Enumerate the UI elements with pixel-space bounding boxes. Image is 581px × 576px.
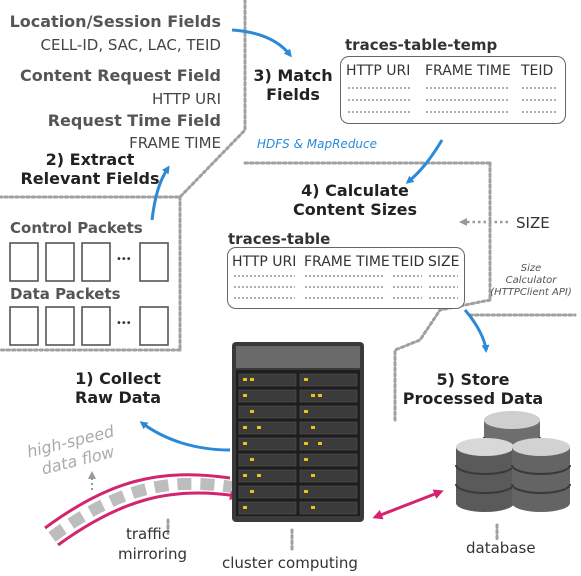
traces-temp-col-uri: HTTP URI <box>346 63 411 79</box>
step3-label: 3) Match Fields <box>248 66 338 104</box>
database-link <box>372 489 444 520</box>
table-row-dots <box>347 111 411 113</box>
step4-line2: Content Sizes <box>293 200 417 219</box>
table-row-dots <box>233 286 295 288</box>
step2-line2: Relevant Fields <box>20 169 160 188</box>
control-packets-ellipsis: ••• <box>116 254 132 265</box>
table-row-dots <box>428 297 458 299</box>
table-row-dots <box>304 286 384 288</box>
database-label: database <box>466 539 536 557</box>
traces-table: HTTP URI FRAME TIME TEID SIZE <box>227 247 465 309</box>
step1-label: 1) Collect Raw Data <box>58 369 178 407</box>
step5-label: 5) Store Processed Data <box>398 370 548 408</box>
traces-temp-table: HTTP URI FRAME TIME TEID <box>340 56 566 124</box>
traffic-mirroring-line1: traffic <box>126 525 170 543</box>
step1-line1: 1) Collect <box>75 369 161 388</box>
table-row-dots <box>304 297 384 299</box>
traces-col-size: SIZE <box>428 254 460 270</box>
step5-line2: Processed Data <box>402 389 544 408</box>
step2-label: 2) Extract Relevant Fields <box>20 150 160 188</box>
data-flow-pipe <box>44 471 240 547</box>
table-row-dots <box>233 297 295 299</box>
table-row-dots <box>425 111 509 113</box>
control-packets-label: Control Packets <box>10 219 143 237</box>
traces-col-time: FRAME TIME <box>304 254 390 270</box>
traffic-mirroring-line2: mirroring <box>118 545 188 563</box>
step1-line2: Raw Data <box>75 388 161 407</box>
arrow-store <box>463 309 490 353</box>
size-label: SIZE <box>516 214 550 232</box>
traffic-mirroring-label: traffic mirroring <box>118 524 188 564</box>
step-arrows <box>139 28 490 452</box>
size-calculator-line2: Calculator <box>505 275 557 286</box>
table-row-dots <box>521 99 557 101</box>
location-fields-values: CELL-ID, SAC, LAC, TEID <box>40 36 221 54</box>
table-row-dots <box>233 275 295 277</box>
time-field-header: Request Time Field <box>47 111 221 130</box>
step4-label: 4) Calculate Content Sizes <box>280 181 430 219</box>
size-calculator: Size Calculator (HTTPClient API) <box>486 263 576 299</box>
arrow-extract <box>150 165 170 221</box>
table-row-dots <box>428 275 458 277</box>
step2-line1: 2) Extract <box>45 150 135 169</box>
table-row-dots <box>425 99 509 101</box>
arrow-calculate <box>405 139 444 184</box>
data-packets-ellipsis: ••• <box>116 318 132 329</box>
table-row-dots <box>521 111 557 113</box>
table-row-dots <box>392 286 422 288</box>
step3-line2: Fields <box>266 85 320 104</box>
table-row-dots <box>347 87 411 89</box>
data-packet-boxes <box>9 306 169 346</box>
traces-temp-col-teid: TEID <box>521 63 554 79</box>
server-rack <box>232 342 364 522</box>
content-field-value: HTTP URI <box>152 90 221 108</box>
table-row-dots <box>347 99 411 101</box>
cluster-computing-label: cluster computing <box>222 554 358 572</box>
table-row-dots <box>428 286 458 288</box>
table-row-dots <box>392 297 422 299</box>
hdfs-mapreduce-label: HDFS & MapReduce <box>257 137 378 151</box>
traces-temp-title: traces-table-temp <box>345 36 498 54</box>
step3-line1: 3) Match <box>253 66 333 85</box>
step4-line1: 4) Calculate <box>301 181 409 200</box>
table-row-dots <box>521 87 557 89</box>
size-calculator-line3: (HTTPClient API) <box>490 287 572 298</box>
table-row-dots <box>425 87 509 89</box>
table-row-dots <box>392 275 422 277</box>
size-calculator-line1: Size <box>520 263 542 274</box>
content-field-header: Content Request Field <box>19 66 221 85</box>
database-icon <box>455 411 571 512</box>
table-row-dots <box>304 275 384 277</box>
traces-temp-col-time: FRAME TIME <box>425 63 511 79</box>
arrow-collect <box>139 421 231 452</box>
arrow-match <box>231 28 292 58</box>
location-fields-header: Location/Session Fields <box>9 12 221 31</box>
traces-col-teid: TEID <box>392 254 425 270</box>
control-packet-boxes <box>9 242 169 282</box>
step5-line1: 5) Store <box>436 370 510 389</box>
traces-table-title: traces-table <box>228 230 331 248</box>
data-packets-label: Data Packets <box>10 285 121 303</box>
time-field-value: FRAME TIME <box>129 134 221 152</box>
traces-col-uri: HTTP URI <box>232 254 297 270</box>
